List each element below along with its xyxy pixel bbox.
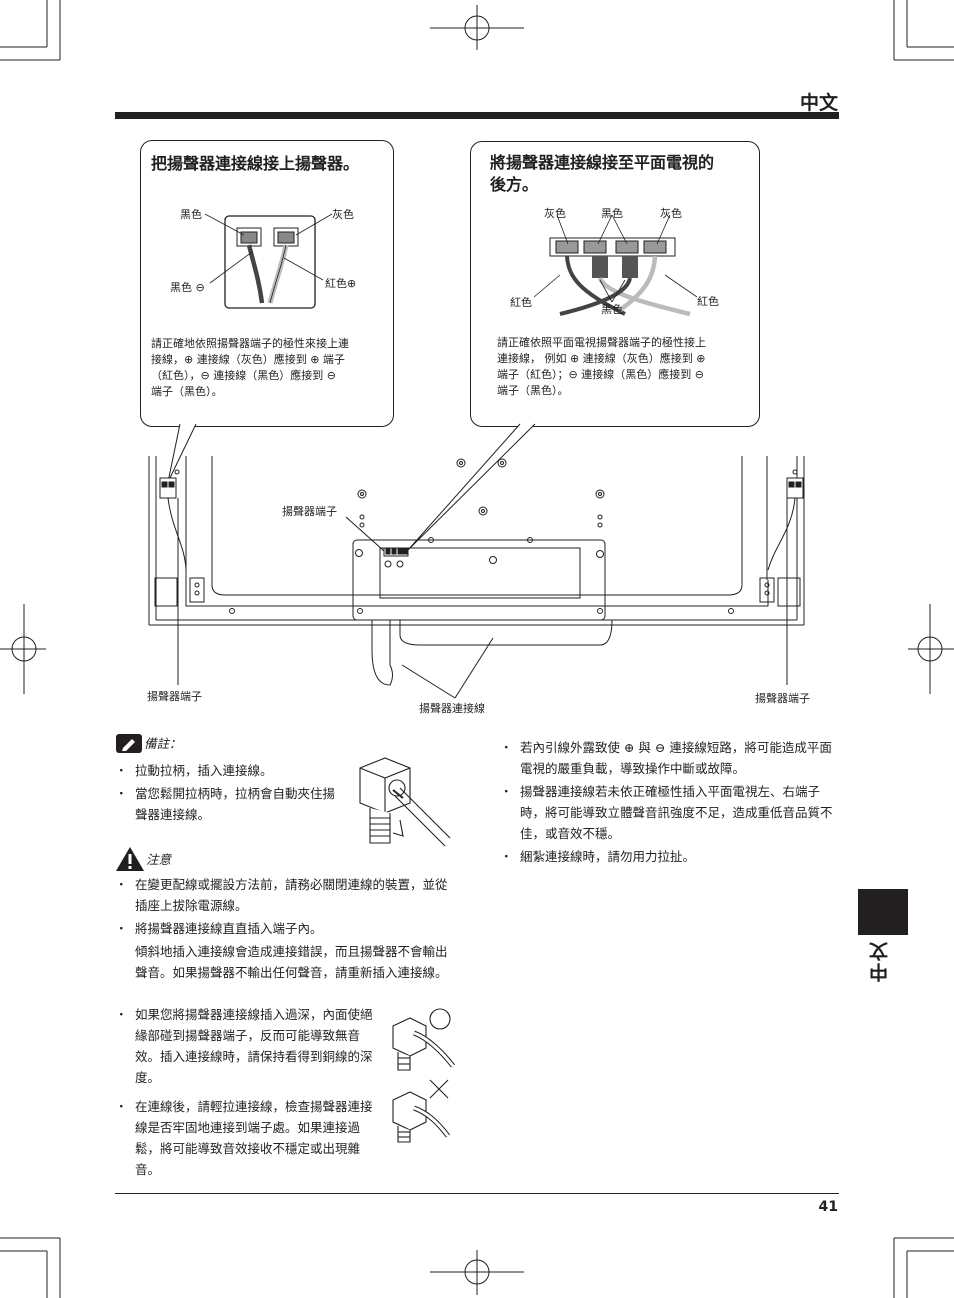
caution-item: 將揚聲器連接線直直插入端子內。 [115,918,455,939]
callout-tv-side [470,141,760,427]
label-black-top: 黑色 [180,208,202,221]
label-terminal-left: 揚聲器端子 [147,690,202,703]
label-gray-right: 灰色 [660,207,682,220]
caution-item: 如果您將揚聲器連接線插入過深，內面使絕緣部碰到揚聲器端子，反而可能導致無音效。插… [115,1004,383,1088]
page-number: 41 [818,1199,838,1215]
language-heading: 中文 [799,92,838,114]
callout-left-text: 請正確地依照揚聲器端子的極性來接上連 接線，⊕ 連接線（灰色）應接到 ⊕ 端子 … [151,337,349,398]
right-list-item: 綑紮連接線時，請勿用力拉扯。 [500,846,840,867]
callout-left-title: 把揚聲器連接線接上揚聲器。 [151,154,360,173]
note-item: 當您鬆開拉柄時，拉柄會自動夾住揚聲器連接線。 [115,783,345,825]
label-gray-left: 灰色 [544,207,566,220]
callout-right-title: 將揚聲器連接線接至平面電視的 後方。 [490,153,715,194]
tv-rear-panel-diagram [148,423,805,699]
correct-insertion-illustration [392,1008,455,1071]
callout-right-text: 請正確依照平面電視揚聲器端子的極性接上 連接線， 例如 ⊕ 連接線（灰色）應接到… [497,336,706,397]
footer-rule [115,1193,839,1194]
label-black-bottom: 黑色 ⊖ [170,281,205,294]
label-red: 紅色⊕ [325,277,357,290]
caution-list-2: 如果您將揚聲器連接線插入過深，內面使絕緣部碰到揚聲器端子，反而可能導致無音效。插… [115,1004,383,1182]
notes-heading: 備註： [144,736,182,751]
tv-terminal-illustration [549,237,691,317]
right-list-item: 若內引線外露致使 ⊕ 與 ⊖ 連接線短路，將可能造成平面電視的嚴重負載，導致操作… [500,737,840,779]
label-red-left: 紅色 [510,296,532,309]
side-language-tab [858,889,908,935]
label-terminal-center: 揚聲器端子 [282,505,337,518]
label-black-bottom-tv: 黑色 [601,303,623,316]
right-leader-lines [533,214,698,303]
label-gray: 灰色 [332,208,354,221]
note-pencil-icon [116,734,142,753]
caution-list: 在變更配線或擺設方法前，請務必關閉連線的裝置，並從插座上拔除電源線。 將揚聲器連… [115,874,455,989]
caution-item: 在變更配線或擺設方法前，請務必關閉連線的裝置，並從插座上拔除電源線。 [115,874,455,916]
caution-item: 在連線後，請輕拉連接線，檢查揚聲器連接線是否牢固地連接到端子處。如果連接過鬆，將… [115,1096,383,1180]
label-black-top-tv: 黑色 [601,207,623,220]
left-leader-lines [204,213,333,284]
speaker-terminal-illustration [224,215,316,309]
note-item: 拉動拉柄，插入連接線。 [115,760,345,781]
caution-item-detail: 傾斜地插入連接線會造成連接錯誤，而且揚聲器不會輸出聲音。如果揚聲器不輸出任何聲音… [135,944,448,980]
right-list-item: 揚聲器連接線若未依正確極性插入平面電視左、右端子時，將可能導致立體聲音訊強度不足… [500,781,840,844]
caution-heading: 注意 [146,852,172,867]
side-tab-label: 中文 [869,940,891,982]
terminal-lever-illustration [359,757,451,847]
label-red-right: 紅色 [697,295,719,308]
incorrect-insertion-illustration [392,1079,450,1143]
right-column-list: 若內引線外露致使 ⊕ 與 ⊖ 連接線短路，將可能造成平面電視的嚴重負載，導致操作… [500,737,840,869]
label-terminal-right: 揚聲器端子 [755,692,810,705]
notes-list: 拉動拉柄，插入連接線。 當您鬆開拉柄時，拉柄會自動夾住揚聲器連接線。 [115,760,345,827]
caution-warning-icon [116,847,144,871]
header-rule [115,112,839,119]
label-speaker-cable: 揚聲器連接線 [419,702,485,715]
